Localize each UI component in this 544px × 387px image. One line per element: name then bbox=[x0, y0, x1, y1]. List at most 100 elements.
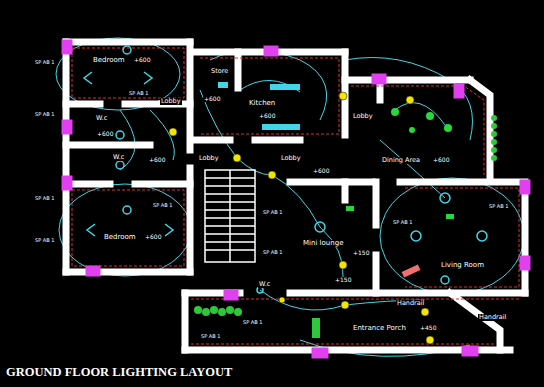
kitchen-tube bbox=[218, 82, 300, 130]
green-light bbox=[391, 108, 399, 116]
room-label: Handrail bbox=[478, 314, 507, 321]
planter bbox=[491, 115, 497, 121]
wall-wire bbox=[405, 188, 519, 287]
room-label: +600 bbox=[432, 157, 450, 163]
window-fixture bbox=[86, 266, 100, 276]
yellow-light bbox=[339, 92, 347, 100]
drawing-title: GROUND FLOOR LIGHTING LAYOUT bbox=[6, 366, 232, 379]
cyan-light bbox=[315, 222, 325, 232]
planter bbox=[202, 308, 210, 316]
wiring-arc bbox=[200, 90, 237, 158]
cyan-light bbox=[257, 287, 263, 293]
window-fixture bbox=[264, 46, 278, 56]
circuit-tag: SP AB 1 bbox=[488, 204, 509, 209]
wall bbox=[373, 255, 380, 293]
wall bbox=[66, 42, 525, 350]
circuit-tag: SP AB 1 bbox=[128, 91, 149, 96]
green-light bbox=[444, 124, 452, 132]
cyan-light bbox=[441, 276, 449, 284]
circuit-tag: SP AB 1 bbox=[152, 203, 173, 208]
kitchen-tube bbox=[218, 82, 228, 88]
yellow-light bbox=[341, 301, 349, 309]
green-light bbox=[409, 127, 415, 133]
circuit-tag: SP AB 1 bbox=[242, 320, 263, 325]
cyan-light bbox=[84, 72, 152, 84]
wall bbox=[235, 52, 242, 88]
window-fixture bbox=[62, 40, 72, 54]
room-label: Lobby bbox=[280, 155, 302, 162]
circuit-tag: SP AB 1 bbox=[34, 196, 55, 201]
room-label: Living Room bbox=[440, 262, 485, 269]
wall bbox=[290, 179, 372, 186]
wall-wire bbox=[72, 48, 519, 344]
room-label: W.c bbox=[258, 281, 271, 288]
planter bbox=[194, 115, 497, 338]
wall bbox=[182, 293, 189, 350]
planter bbox=[218, 308, 226, 316]
room-label: +600 bbox=[133, 57, 151, 63]
circuit-tag: SP AB 1 bbox=[34, 238, 55, 243]
planter bbox=[491, 147, 497, 153]
wall bbox=[342, 182, 349, 200]
window-fixture bbox=[224, 290, 238, 300]
yellow-light bbox=[426, 336, 434, 344]
window-fixture bbox=[520, 180, 530, 194]
window-fixture bbox=[454, 84, 464, 98]
wall-wire bbox=[191, 344, 494, 345]
wall bbox=[450, 293, 500, 350]
wall-wire bbox=[191, 299, 519, 300]
cyan-light bbox=[477, 231, 487, 241]
wiring-arc bbox=[56, 38, 524, 356]
cyan-light bbox=[411, 231, 421, 241]
room-label: Lobby bbox=[198, 155, 220, 162]
room-label: +600 bbox=[203, 96, 221, 102]
wall-wire bbox=[351, 86, 484, 175]
window-fixture bbox=[462, 346, 478, 356]
stair bbox=[205, 170, 255, 262]
stair bbox=[205, 170, 255, 262]
wiring-arc bbox=[380, 178, 524, 294]
yellow-light bbox=[406, 96, 414, 104]
yellow-light bbox=[169, 128, 177, 136]
room-label: Entrance Porch bbox=[352, 325, 407, 332]
room-label: +600 bbox=[96, 131, 114, 137]
window-fixture bbox=[62, 120, 72, 134]
yellow-light bbox=[233, 154, 241, 162]
room-label: +600 bbox=[148, 157, 166, 163]
circuit-tag: SP AB 1 bbox=[262, 210, 283, 215]
wall bbox=[135, 181, 190, 188]
room-label: Bedroom bbox=[92, 57, 126, 64]
room-label: Lobby bbox=[352, 113, 374, 120]
room-label: Store bbox=[210, 68, 229, 75]
wall-wire bbox=[200, 58, 339, 134]
planter bbox=[491, 123, 497, 129]
wall bbox=[66, 181, 110, 188]
yellow-light bbox=[339, 261, 347, 269]
cyan-light bbox=[440, 193, 450, 203]
switch-mark bbox=[402, 264, 421, 277]
window-fixture bbox=[372, 74, 386, 84]
circuit-tag: SP AB 1 bbox=[392, 220, 413, 225]
planter bbox=[491, 139, 497, 145]
window-fixture bbox=[312, 348, 328, 358]
green-light bbox=[446, 214, 454, 219]
planter bbox=[226, 306, 234, 314]
room-label: W.c bbox=[95, 115, 108, 122]
window-fixture bbox=[520, 256, 530, 270]
wall bbox=[345, 77, 470, 84]
circuit-tag: SP AB 1 bbox=[200, 334, 221, 339]
yellow-light bbox=[421, 308, 429, 316]
yellow-light bbox=[268, 171, 276, 179]
room-label: W.c bbox=[112, 154, 125, 161]
planter bbox=[312, 318, 320, 338]
wall bbox=[66, 101, 100, 108]
room-label: Dining Area bbox=[381, 157, 421, 164]
window-fixture bbox=[62, 176, 72, 190]
wiring-arc bbox=[240, 80, 300, 92]
circuit-tag: SP AB 1 bbox=[34, 112, 55, 117]
planter bbox=[194, 306, 202, 314]
yellow-light bbox=[279, 297, 285, 303]
